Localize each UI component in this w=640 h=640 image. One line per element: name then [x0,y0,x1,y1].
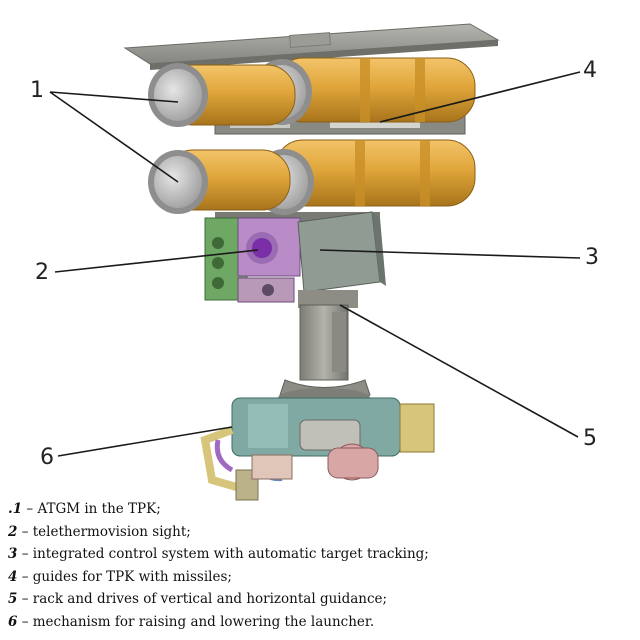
legend-separator: – [17,568,33,585]
mounting-plate [123,23,500,70]
legend-text: integrated control system with automatic… [32,546,429,562]
atgm-tube-lower-left [148,149,291,214]
callout-6: 6 [40,445,54,470]
leader-5 [339,304,579,438]
base-mechanism [200,397,435,501]
legend-text: rack and drives of vertical and horizont… [32,591,388,607]
telethermovision-sight [237,217,301,303]
leader-6 [57,426,233,457]
atgm-tube-upper-left [148,63,296,127]
leader-1b [49,91,179,183]
callout-5: 5 [583,426,597,451]
leader-1a [49,91,179,103]
legend-text: telethermovision sight; [32,523,191,540]
leader-3 [319,249,581,259]
legend-number: 3 [8,546,18,562]
legend-text: guides for TPK with missiles; [32,568,232,585]
legend-item-4: 4 – guides for TPK with missiles; [8,566,608,589]
legend-separator: – [22,501,38,517]
legend-text: ATGM in the TPK; [37,501,161,517]
legend-item-1: .1 – ATGM in the TPK; [8,498,608,521]
callout-1: 1 [30,78,44,103]
rack-column [278,290,371,408]
leader-2 [54,249,259,273]
legend-item-6: 6 – mechanism for raising and lowering t… [8,611,608,634]
control-system-box [297,211,386,293]
legend-number: 6 [8,613,18,630]
legend-text: mechanism for raising and lowering the l… [32,613,375,630]
legend-item-5: 5 – rack and drives of vertical and hori… [8,588,608,611]
leader-4 [379,71,581,123]
legend-number: .1 [8,501,23,517]
legend: .1 – ATGM in the TPK; 2 – telethermovisi… [8,498,608,633]
legend-number: 2 [8,523,18,540]
callout-3: 3 [585,245,599,270]
legend-separator: – [17,523,33,540]
legend-separator: – [17,613,33,630]
callout-2: 2 [35,260,49,285]
legend-separator: – [17,591,33,607]
legend-number: 5 [8,591,18,607]
legend-item-2: 2 – telethermovision sight; [8,521,608,544]
callout-4: 4 [583,58,597,83]
legend-number: 4 [8,568,18,585]
leader-lines [49,71,581,457]
legend-separator: – [17,546,33,562]
legend-item-3: 3 – integrated control system with autom… [8,543,608,566]
